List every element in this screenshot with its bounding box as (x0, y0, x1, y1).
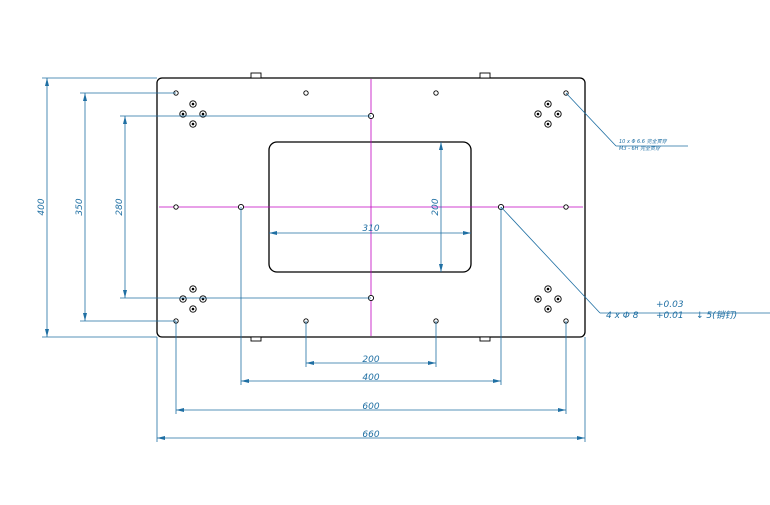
edge-tabs (250, 72, 491, 342)
dim-660-label: 660 (362, 430, 379, 440)
corner-hole-cluster-bottom-left (179, 285, 207, 313)
dim-280-label: 280 (115, 198, 125, 215)
pin-hole-depth: ↓ 5(销钉) (696, 310, 737, 321)
plate-outline (156, 77, 586, 338)
corner-holes-note-line2: M3 - 6H 完全贯穿 (619, 145, 661, 152)
corner-hole-cluster-top-left (179, 100, 207, 128)
dim-200-vertical-label: 200 (431, 198, 441, 215)
pin-hole-tolerance-lower: +0.01 (656, 311, 684, 321)
dimension-lines-horizontal (156, 207, 586, 442)
leader-lines (500, 92, 770, 314)
pin-hole-tolerance-upper: +0.03 (656, 300, 684, 310)
dim-600-label: 600 (362, 402, 379, 412)
dim-350-label: 350 (75, 198, 85, 215)
dim-400-vertical-label: 400 (37, 198, 47, 215)
dim-200-horizontal-label: 200 (362, 355, 379, 365)
corner-hole-cluster-bottom-right (534, 285, 562, 313)
corner-holes-note-line1: 10 x Φ 6.6 完全贯穿 (619, 138, 668, 145)
corner-hole-cluster-top-right (534, 100, 562, 128)
dim-310-label: 310 (362, 224, 379, 234)
dimension-lines-vertical (42, 77, 443, 338)
centerlines (159, 79, 583, 336)
dim-400-horizontal-label: 400 (362, 373, 379, 383)
pin-hole-callout: 4 x Φ 8 (606, 311, 639, 321)
